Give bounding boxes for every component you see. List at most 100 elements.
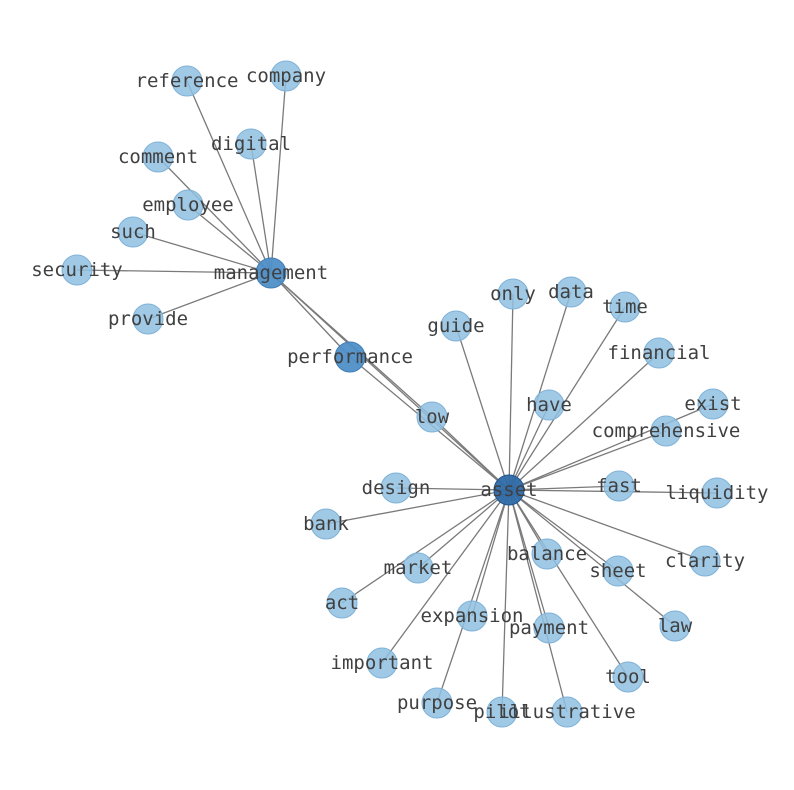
edge-asset-financial: [508, 352, 660, 491]
edge-asset-bank: [325, 489, 510, 525]
node-such: [117, 216, 149, 248]
edge-asset-only: [508, 293, 514, 491]
edge-asset-act: [341, 489, 510, 604]
edge-management-security: [76, 269, 272, 274]
edge-asset-comprehensive: [508, 430, 667, 491]
node-only: [497, 278, 529, 310]
node-label-digital: digital: [211, 133, 291, 155]
edge-asset-expansion: [471, 489, 510, 617]
node-label-design: design: [362, 477, 431, 499]
node-act: [326, 587, 358, 619]
node-performance: [334, 341, 366, 373]
node-label-financial: financial: [608, 342, 711, 364]
edge-asset-important: [381, 489, 510, 664]
edge-management-employee: [187, 204, 272, 274]
node-guide: [440, 310, 472, 342]
node-time: [609, 291, 641, 323]
edge-asset-time: [508, 306, 626, 491]
node-label-fast: fast: [596, 475, 642, 497]
node-label-only: only: [490, 283, 536, 305]
node-digital: [235, 128, 267, 160]
edge-asset-market: [417, 489, 510, 569]
edge-management-performance: [270, 272, 351, 358]
edge-asset-clarity: [508, 489, 706, 562]
node-payment: [533, 612, 565, 644]
node-balance: [531, 538, 563, 570]
node-management: [255, 257, 287, 289]
edge-asset-data: [508, 291, 572, 491]
node-label-payment: payment: [509, 617, 589, 639]
node-label-such: such: [110, 221, 156, 243]
edge-asset-tool: [508, 489, 629, 678]
node-label-liquidity: liquidity: [666, 482, 769, 504]
node-illustrative: [551, 696, 583, 728]
node-pilot: [486, 696, 518, 728]
edge-management-reference: [186, 80, 272, 274]
node-market: [402, 552, 434, 584]
node-label-clarity: clarity: [665, 550, 745, 572]
node-security: [61, 254, 93, 286]
node-label-exist: exist: [684, 393, 741, 415]
edge-management-provide: [147, 272, 272, 320]
node-label-act: act: [325, 592, 359, 614]
edge-asset-illustrative: [508, 489, 568, 713]
node-label-law: law: [658, 615, 693, 637]
edge-management-company: [270, 75, 287, 274]
edge-asset-design: [395, 487, 510, 491]
node-label-time: time: [602, 296, 648, 318]
node-comment: [142, 141, 174, 173]
node-exist: [697, 388, 729, 420]
node-employee: [172, 189, 204, 221]
nodes-layer: [61, 60, 733, 728]
node-design: [380, 472, 412, 504]
edge-asset-pilot: [501, 489, 510, 713]
node-label-employee: employee: [142, 194, 234, 216]
edge-asset-exist: [508, 403, 714, 491]
node-label-performance: performance: [287, 346, 413, 368]
node-tool: [612, 661, 644, 693]
node-label-purpose: purpose: [397, 692, 477, 714]
node-liquidity: [701, 477, 733, 509]
node-label-asset: asset: [480, 479, 537, 501]
edge-management-asset: [270, 272, 510, 491]
node-label-management: management: [214, 262, 328, 284]
node-fast: [603, 470, 635, 502]
node-have: [533, 389, 565, 421]
node-label-provide: provide: [108, 308, 188, 330]
edge-asset-guide: [455, 325, 510, 491]
node-purpose: [421, 687, 453, 719]
edge-asset-law: [508, 489, 676, 627]
node-label-low: low: [415, 406, 450, 428]
node-bank: [310, 508, 342, 540]
node-sheet: [602, 555, 634, 587]
edge-asset-have: [508, 404, 550, 491]
edge-asset-fast: [508, 485, 620, 491]
node-important: [366, 647, 398, 679]
edge-management-such: [132, 231, 272, 274]
node-label-sheet: sheet: [589, 560, 646, 582]
node-label-tool: tool: [605, 666, 651, 688]
node-label-important: important: [331, 652, 434, 674]
node-financial: [643, 337, 675, 369]
node-label-market: market: [384, 557, 453, 579]
node-label-security: security: [31, 259, 123, 281]
node-label-expansion: expansion: [421, 605, 524, 627]
node-provide: [132, 303, 164, 335]
node-label-data: data: [548, 281, 594, 303]
node-data: [555, 276, 587, 308]
node-law: [659, 610, 691, 642]
edges-layer: [76, 75, 718, 713]
node-label-illustrative: illustrative: [498, 701, 635, 723]
node-clarity: [689, 545, 721, 577]
node-label-reference: reference: [136, 70, 239, 92]
node-comprehensive: [650, 415, 682, 447]
node-label-have: have: [526, 394, 572, 416]
node-label-guide: guide: [427, 315, 484, 337]
node-low: [416, 401, 448, 433]
node-label-pilot: pilot: [473, 701, 530, 723]
node-expansion: [456, 600, 488, 632]
edge-asset-low: [431, 416, 510, 491]
edge-asset-sheet: [508, 489, 619, 572]
node-reference: [171, 65, 203, 97]
